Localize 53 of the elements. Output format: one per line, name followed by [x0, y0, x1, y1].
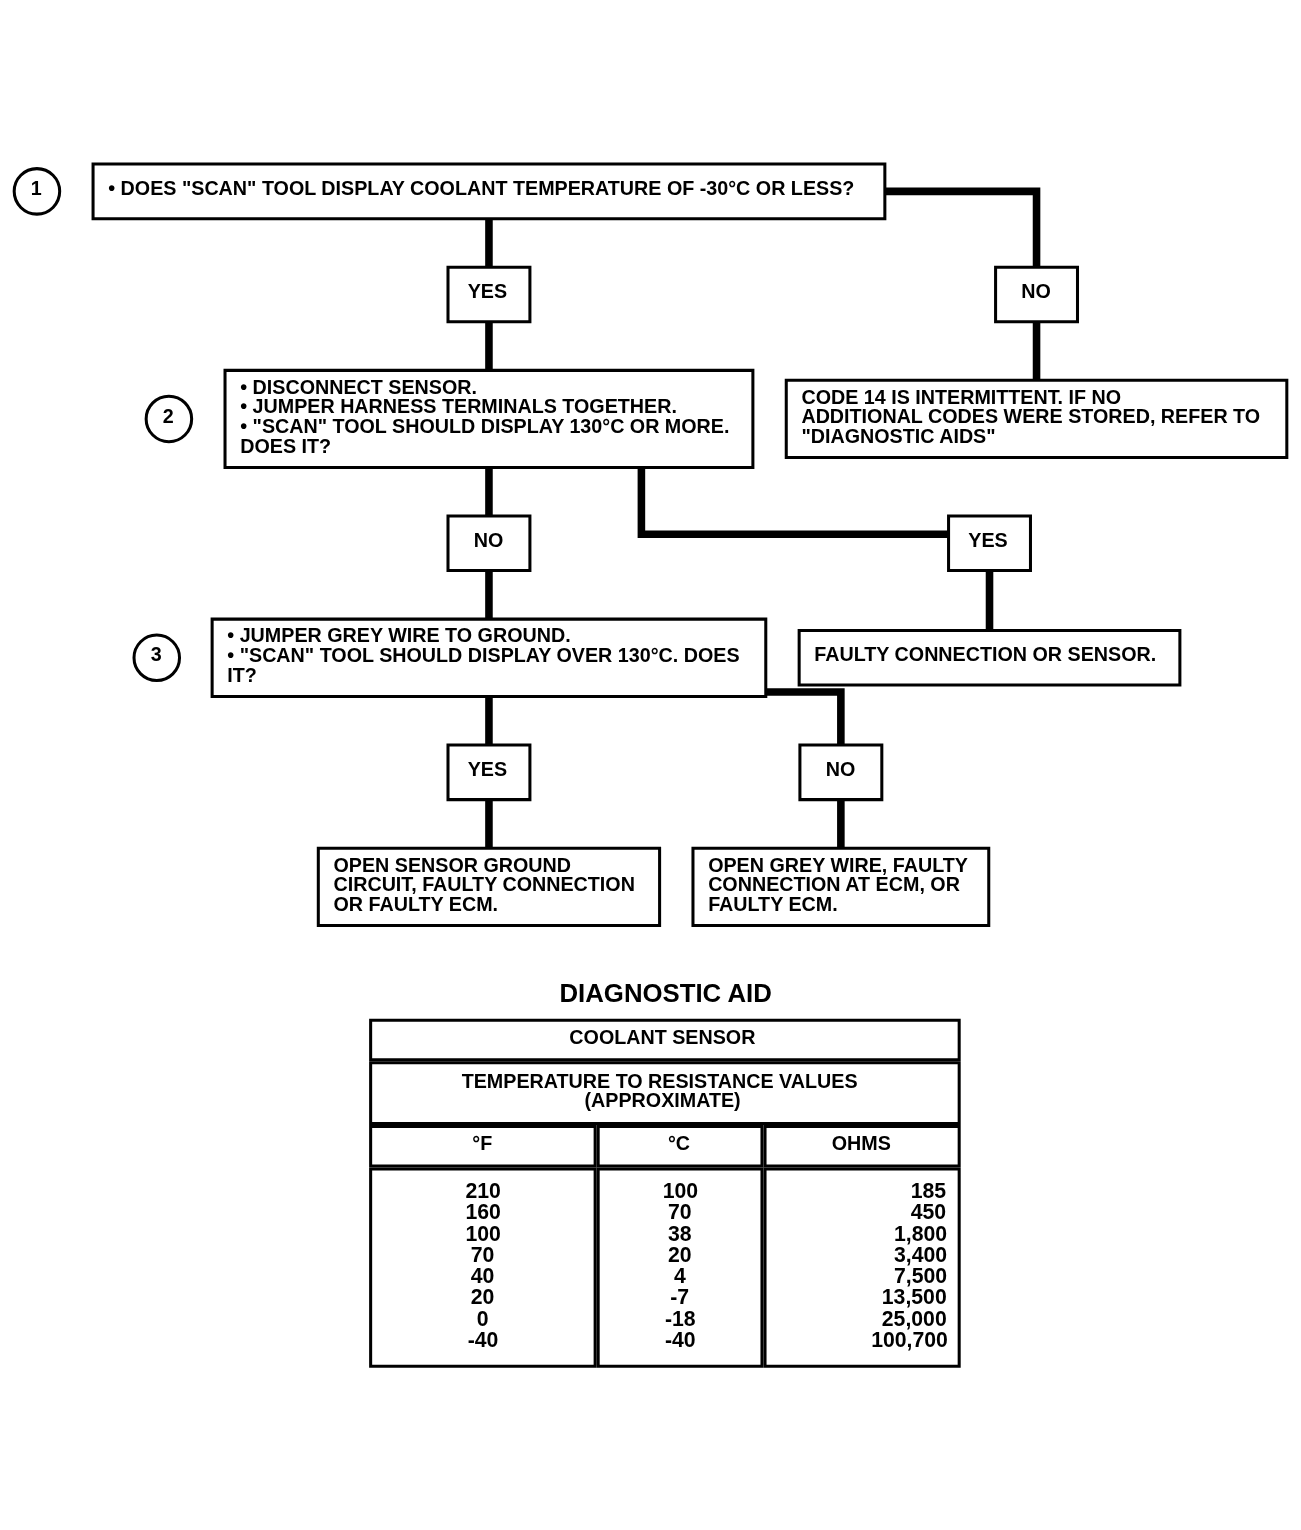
node-circle: 1	[12, 166, 62, 216]
label: 20	[470, 1284, 495, 1308]
label: 185	[910, 1178, 947, 1202]
label: -7	[670, 1284, 690, 1308]
connector	[837, 799, 845, 848]
node-box: NO	[994, 265, 1079, 323]
label: °C	[667, 1131, 691, 1154]
node-box: • DISCONNECT SENSOR. • JUMPER HARNESS TERMINALS TOGETHER. • "SCAN" TOOL SHOULD DISPLAY 130°C OR MORE. DOES IT?	[223, 368, 755, 469]
label: 70	[667, 1199, 692, 1223]
label: °F	[472, 1131, 493, 1154]
node-box: NO	[446, 513, 532, 572]
node-box: YES	[947, 513, 1032, 572]
node-box: FAULTY CONNECTION OR SENSOR.	[797, 628, 1182, 687]
connector	[485, 799, 493, 848]
connector	[485, 218, 493, 267]
label: 1,800	[893, 1221, 948, 1245]
label: -40	[664, 1327, 696, 1351]
node-box: NO	[798, 743, 884, 801]
label: 0	[476, 1306, 489, 1330]
connector	[485, 321, 493, 370]
connector	[485, 467, 493, 516]
label: 38	[667, 1221, 692, 1245]
node-box: YES	[446, 265, 532, 323]
label: 450	[910, 1199, 947, 1223]
label: 70	[470, 1242, 495, 1266]
connector	[765, 687, 845, 745]
label: 160	[465, 1199, 501, 1223]
node-box: CODE 14 IS INTERMITTENT. IF NO ADDITIONAL CODES WERE STORED, REFER TO "DIAGNOSTIC AIDS"	[784, 378, 1289, 459]
label: 210	[465, 1178, 501, 1202]
label: -40	[467, 1327, 499, 1351]
label: TEMPERATURE TO RESISTANCE VALUES (APPROXIMATE)	[461, 1069, 858, 1111]
connector	[485, 696, 493, 745]
label: COOLANT SENSOR	[569, 1025, 756, 1048]
node-box: OPEN GREY WIRE, FAULTY CONNECTION AT ECM, OR FAULTY ECM.	[691, 846, 991, 927]
connector	[885, 187, 1041, 267]
label: 40	[470, 1263, 495, 1287]
label: 4	[674, 1263, 686, 1287]
node-box: • JUMPER GREY WIRE TO GROUND. • "SCAN" TOOL SHOULD DISPLAY OVER 130°C. DOES IT?	[210, 617, 768, 698]
label: -18	[664, 1306, 696, 1330]
connector	[637, 467, 949, 538]
node-box: OPEN SENSOR GROUND CIRCUIT, FAULTY CONNECTION OR FAULTY ECM.	[316, 846, 662, 927]
node-box: YES	[446, 743, 532, 801]
connector	[485, 570, 493, 619]
label: 100	[465, 1221, 501, 1245]
label: 100	[662, 1178, 699, 1202]
connector	[1032, 321, 1041, 380]
label: OHMS	[831, 1131, 891, 1154]
label: 20	[667, 1242, 692, 1266]
label: DIAGNOSTIC AID	[559, 978, 772, 1007]
node-circle: 3	[132, 633, 182, 682]
node-box: • DOES "SCAN" TOOL DISPLAY COOLANT TEMPERATURE OF -30°C OR LESS?	[91, 162, 887, 220]
connector	[985, 570, 994, 630]
node-circle: 2	[144, 394, 194, 443]
